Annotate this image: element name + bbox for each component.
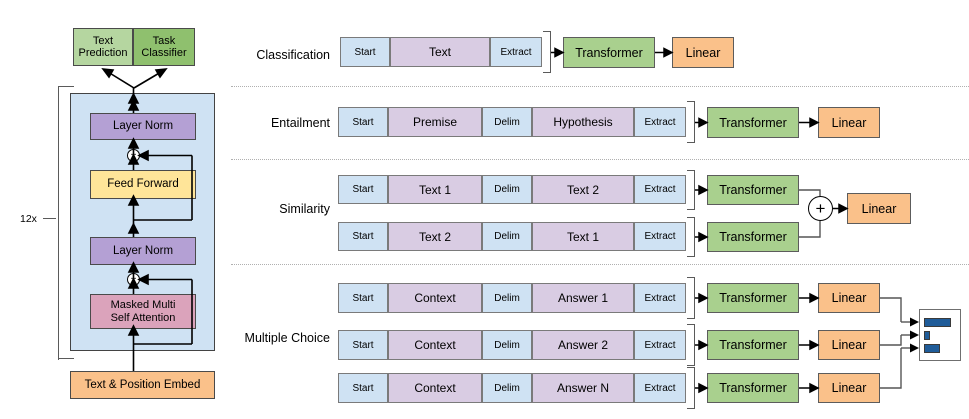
- repeat-bracket-top: [58, 86, 74, 88]
- token-context[interactable]: Context: [388, 330, 482, 360]
- token-start[interactable]: Start: [338, 283, 388, 313]
- transformer-block-entailment[interactable]: Transformer: [707, 107, 799, 138]
- residual-add-lower: +: [127, 273, 140, 286]
- token-delim[interactable]: Delim: [482, 107, 532, 137]
- token-text-1[interactable]: Text 1: [532, 222, 634, 251]
- sequence-bracket: [687, 217, 695, 257]
- token-delim[interactable]: Delim: [482, 373, 532, 403]
- token-extract[interactable]: Extract: [634, 107, 686, 137]
- repeat-bracket-vertical: [58, 86, 60, 360]
- token-start[interactable]: Start: [338, 107, 388, 137]
- token-start[interactable]: Start: [340, 37, 390, 67]
- separator-1: [231, 86, 969, 87]
- token-text-2[interactable]: Text 2: [532, 175, 634, 204]
- task-label-multiple-choice: Multiple Choice: [244, 331, 330, 345]
- token-answer-n[interactable]: Answer N: [532, 373, 634, 403]
- sequence-bracket: [687, 170, 695, 210]
- sequence-bracket: [687, 367, 695, 409]
- transformer-block-similarity-a[interactable]: Transformer: [707, 175, 799, 205]
- text-position-embed-block[interactable]: Text & Position Embed: [70, 371, 215, 399]
- linear-block-entailment[interactable]: Linear: [818, 107, 880, 138]
- linear-block-mc-2[interactable]: Linear: [818, 330, 880, 360]
- sequence-bracket: [687, 324, 695, 366]
- transformer-block-classification[interactable]: Transformer: [563, 37, 655, 68]
- token-text-2[interactable]: Text 2: [388, 222, 482, 251]
- transformer-block-mc-2[interactable]: Transformer: [707, 330, 799, 360]
- token-extract[interactable]: Extract: [634, 175, 686, 204]
- token-answer-2[interactable]: Answer 2: [532, 330, 634, 360]
- token-answer-1[interactable]: Answer 1: [532, 283, 634, 313]
- task-label-classification: Classification: [256, 48, 330, 62]
- output-bar-1: [924, 318, 951, 327]
- token-delim[interactable]: Delim: [482, 330, 532, 360]
- feed-forward-block[interactable]: Feed Forward: [90, 170, 196, 199]
- task-label-similarity: Similarity: [279, 202, 330, 216]
- masked-multi-self-attention-block[interactable]: Masked Multi Self Attention: [90, 294, 196, 329]
- token-premise[interactable]: Premise: [388, 107, 482, 137]
- token-text[interactable]: Text: [390, 37, 490, 67]
- token-extract[interactable]: Extract: [634, 373, 686, 403]
- sequence-bracket: [543, 31, 551, 73]
- token-extract[interactable]: Extract: [634, 283, 686, 313]
- token-start[interactable]: Start: [338, 373, 388, 403]
- linear-block-mc-1[interactable]: Linear: [818, 283, 880, 313]
- transformer-block-mc-n[interactable]: Transformer: [707, 373, 799, 403]
- token-context[interactable]: Context: [388, 373, 482, 403]
- token-start[interactable]: Start: [338, 222, 388, 251]
- token-extract[interactable]: Extract: [490, 37, 542, 67]
- repeat-bracket-bottom: [58, 358, 74, 360]
- output-bar-3: [924, 344, 940, 353]
- repeat-bracket-tick: [43, 218, 56, 220]
- text-prediction-block[interactable]: Text Prediction: [73, 28, 133, 66]
- layer-norm-top-block[interactable]: Layer Norm: [90, 113, 196, 140]
- token-start[interactable]: Start: [338, 330, 388, 360]
- token-delim[interactable]: Delim: [482, 222, 532, 251]
- output-bar-2: [924, 331, 930, 340]
- task-classifier-block[interactable]: Task Classifier: [133, 28, 195, 66]
- similarity-add-node: +: [808, 196, 833, 221]
- token-start[interactable]: Start: [338, 175, 388, 204]
- token-extract[interactable]: Extract: [634, 330, 686, 360]
- token-text-1[interactable]: Text 1: [388, 175, 482, 204]
- separator-2: [231, 159, 969, 160]
- separator-3: [231, 264, 969, 265]
- linear-block-similarity[interactable]: Linear: [847, 193, 911, 224]
- token-delim[interactable]: Delim: [482, 283, 532, 313]
- transformer-block-similarity-b[interactable]: Transformer: [707, 222, 799, 252]
- linear-block-classification[interactable]: Linear: [672, 37, 734, 68]
- sequence-bracket: [687, 277, 695, 319]
- layer-norm-bottom-block[interactable]: Layer Norm: [90, 237, 196, 265]
- token-hypothesis[interactable]: Hypothesis: [532, 107, 634, 137]
- residual-add-upper: +: [127, 149, 140, 162]
- transformer-block-mc-1[interactable]: Transformer: [707, 283, 799, 313]
- task-label-entailment: Entailment: [270, 116, 330, 130]
- token-context[interactable]: Context: [388, 283, 482, 313]
- repeat-count-label: 12x: [20, 213, 37, 225]
- linear-block-mc-n[interactable]: Linear: [818, 373, 880, 403]
- token-extract[interactable]: Extract: [634, 222, 686, 251]
- token-delim[interactable]: Delim: [482, 175, 532, 204]
- sequence-bracket: [687, 101, 695, 143]
